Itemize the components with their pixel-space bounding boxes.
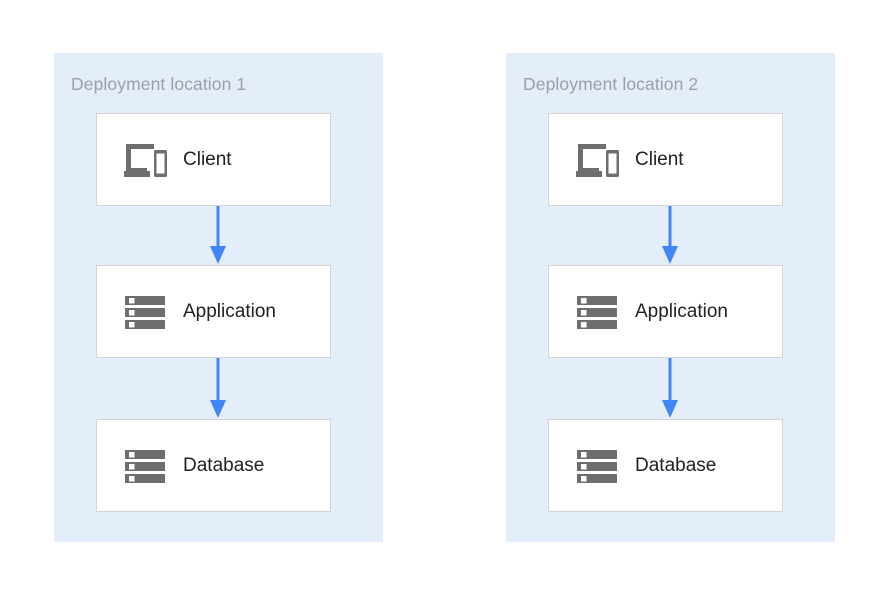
zone-2-connector-client-to-application	[659, 206, 681, 265]
zone-1-node-client[interactable]: Client	[96, 113, 331, 206]
deployment-zone-2: Deployment location 2 Client	[506, 53, 835, 542]
server-rack-icon	[115, 446, 177, 486]
zone-1-connector-client-to-application	[207, 206, 229, 265]
zone-2-node-database-label: Database	[635, 454, 717, 476]
zone-1-title: Deployment location 1	[71, 74, 247, 94]
client-devices-icon	[567, 140, 629, 180]
server-rack-icon	[567, 292, 629, 332]
zone-2-node-client-label: Client	[635, 148, 684, 170]
zone-1-node-database[interactable]: Database	[96, 419, 331, 512]
zone-1-connector-application-to-database	[207, 358, 229, 419]
zone-1-node-database-label: Database	[183, 454, 265, 476]
server-rack-icon	[115, 292, 177, 332]
zone-2-connector-application-to-database	[659, 358, 681, 419]
deployment-zone-1: Deployment location 1 Client	[54, 53, 383, 542]
zone-2-title: Deployment location 2	[523, 74, 699, 94]
zone-1-node-client-label: Client	[183, 148, 232, 170]
zone-2-node-database[interactable]: Database	[548, 419, 783, 512]
zone-2-node-application[interactable]: Application	[548, 265, 783, 358]
server-rack-icon	[567, 446, 629, 486]
zone-1-node-application[interactable]: Application	[96, 265, 331, 358]
client-devices-icon	[115, 140, 177, 180]
zone-2-node-client[interactable]: Client	[548, 113, 783, 206]
zone-2-node-application-label: Application	[635, 300, 728, 322]
zone-1-node-application-label: Application	[183, 300, 276, 322]
